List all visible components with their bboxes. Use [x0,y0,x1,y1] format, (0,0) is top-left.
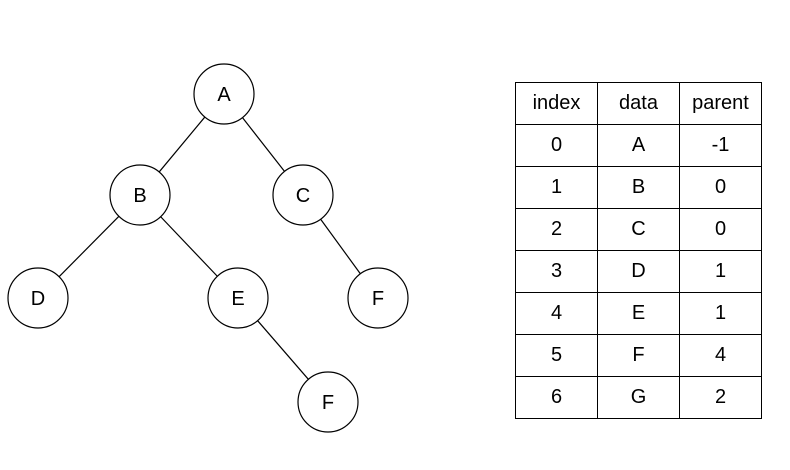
tree-node-a: A [193,63,255,125]
tree-node-label: E [231,288,244,310]
tree-edges [58,116,361,380]
tree-edge-e-f2 [257,320,309,380]
cell-parent: -1 [679,124,762,167]
header-index: index [515,82,598,125]
cell-data: C [597,208,680,251]
tree-node-circle [347,267,409,329]
tree-node-c: C [272,164,334,226]
tree-edge-a-c [242,117,285,172]
cell-parent: 2 [679,376,762,419]
cell-index: 1 [515,166,598,209]
cell-parent: 1 [679,292,762,335]
tree-node-circle [297,371,359,433]
tree-node-circle [7,267,69,329]
cell-parent: 0 [679,208,762,251]
cell-data: A [597,124,680,167]
tree-node-circle [109,164,171,226]
tree-node-b: B [109,164,171,226]
tree-node-label: B [133,185,146,207]
tree-node-label: C [296,185,310,207]
cell-parent: 1 [679,250,762,293]
cell-data: D [597,250,680,293]
tree-node-label: F [322,392,334,414]
tree-node-circle [193,63,255,125]
tree-node-label: F [372,288,384,310]
cell-index: 5 [515,334,598,377]
tree-node-label: D [31,288,45,310]
header-parent: parent [679,82,762,125]
cell-parent: 0 [679,166,762,209]
cell-index: 0 [515,124,598,167]
table-header-row: index data parent [515,82,762,125]
cell-data: G [597,376,680,419]
tree-node-label: A [217,84,231,106]
tree-node-circle [272,164,334,226]
tree-edge-c-f1 [320,218,361,275]
tree-edge-b-e [160,216,218,277]
tree-edge-b-d [58,215,120,278]
cell-data: F [597,334,680,377]
cell-data: B [597,166,680,209]
tree-node-circle [207,267,269,329]
tree-node-d: D [7,267,69,329]
cell-index: 3 [515,250,598,293]
tree-edge-a-b [158,116,206,173]
header-data: data [597,82,680,125]
cell-index: 6 [515,376,598,419]
tree-nodes: A B C D E F F [7,63,409,433]
tree-node-e: E [207,267,269,329]
cell-index: 4 [515,292,598,335]
cell-index: 2 [515,208,598,251]
cell-data: E [597,292,680,335]
tree-node-f1: F [347,267,409,329]
tree-node-f2: F [297,371,359,433]
cell-parent: 4 [679,334,762,377]
